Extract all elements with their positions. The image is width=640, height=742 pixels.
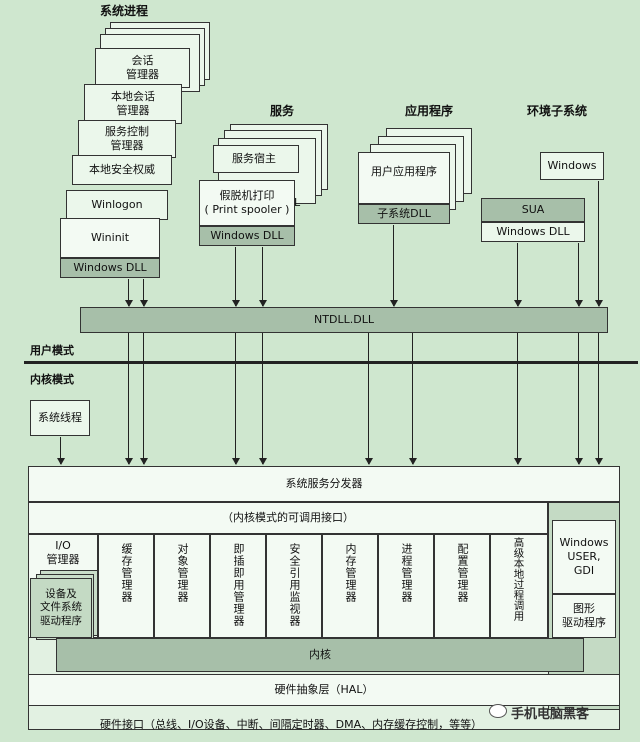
configuration-manager-label: 配置管理器 bbox=[456, 543, 469, 603]
process-manager-label: 进程管理器 bbox=[400, 543, 413, 603]
cache-manager-column: 缓存管理器 bbox=[98, 534, 154, 638]
hal-label: 硬件抽象层（HAL） bbox=[274, 682, 374, 696]
arrow-threads-kernel bbox=[56, 437, 65, 465]
service-host-box: 服务宿主 bbox=[213, 145, 299, 173]
arrow-sua-kernel bbox=[513, 333, 522, 465]
kernel-bar: 内核 bbox=[56, 638, 584, 672]
user-app-box: 用户应用程序 bbox=[358, 152, 450, 204]
hal-box: 硬件抽象层（HAL） bbox=[28, 674, 620, 706]
arrow-env-kernel-1 bbox=[574, 333, 583, 465]
winlogon-label: Winlogon bbox=[91, 197, 143, 211]
alpc-column: 高级本地过程调用 bbox=[490, 534, 548, 638]
security-reference-monitor-label: 安全引用监视器 bbox=[288, 543, 301, 627]
lsa-box: 本地安全权威 bbox=[72, 155, 172, 185]
memory-manager-column: 内存管理器 bbox=[322, 534, 378, 638]
service-control-manager-box: 服务控制 管理器 bbox=[78, 120, 176, 158]
services-dll-label: Windows DLL bbox=[210, 228, 284, 242]
arrow-sysproc-ntdll-1 bbox=[124, 279, 133, 307]
pnp-manager-column: 即插即用管理器 bbox=[210, 534, 266, 638]
service-host-label: 服务宿主 bbox=[232, 151, 276, 165]
environment-dll-box: Windows DLL bbox=[481, 222, 585, 242]
windows-user-gdi-label: Windows USER, GDI bbox=[559, 535, 609, 578]
arrow-windows-ntdll bbox=[594, 181, 603, 307]
callable-interfaces-box: （内核模式的可调用接口） bbox=[28, 502, 548, 534]
subsystem-dll-box: 子系统DLL bbox=[358, 204, 450, 224]
sua-box: SUA bbox=[481, 198, 585, 222]
memory-manager-label: 内存管理器 bbox=[344, 543, 357, 603]
drivers-box: 设备及 文件系统 驱动程序 bbox=[30, 578, 92, 638]
watermark-logo-icon bbox=[489, 704, 507, 718]
wininit-box: Wininit bbox=[60, 218, 160, 258]
arrow-sysproc-ntdll-2 bbox=[139, 279, 148, 307]
watermark-text: 手机电脑黑客 bbox=[511, 707, 590, 722]
windows-subsystem-box: Windows bbox=[540, 152, 604, 180]
windows-subsystem-label: Windows bbox=[547, 158, 597, 172]
drivers-label: 设备及 文件系统 驱动程序 bbox=[40, 587, 82, 627]
services-dll-box: Windows DLL bbox=[199, 226, 295, 246]
session-manager-box: 会话 管理器 bbox=[95, 48, 190, 88]
system-processes-dll-label: Windows DLL bbox=[73, 260, 147, 274]
environment-dll-label: Windows DLL bbox=[496, 224, 570, 238]
arrow-sysproc-kernel-2 bbox=[139, 333, 148, 465]
security-reference-monitor-column: 安全引用监视器 bbox=[266, 534, 322, 638]
header-system-processes: 系统进程 bbox=[100, 4, 149, 18]
header-applications: 应用程序 bbox=[405, 104, 454, 118]
ntdll-label: NTDLL.DLL bbox=[314, 312, 374, 326]
hardware-interfaces-label: 硬件接口（总线、I/O设备、中断、间隔定时器、DMA、内存缓存控制，等等） bbox=[100, 718, 483, 731]
print-spooler-box: 假脱机打印 ( Print spooler ) bbox=[199, 180, 295, 226]
sua-label: SUA bbox=[521, 202, 545, 216]
winlogon-box: Winlogon bbox=[66, 190, 168, 220]
graphics-drivers-label: 图形 驱动程序 bbox=[562, 601, 606, 629]
header-environment-subsystems: 环境子系统 bbox=[527, 104, 588, 118]
user-mode-label: 用户模式 bbox=[30, 344, 74, 357]
services-peek-text: L bbox=[294, 196, 301, 209]
header-services: 服务 bbox=[270, 104, 295, 118]
dispatcher-label: 系统服务分发器 bbox=[285, 476, 363, 490]
io-manager-label: I/O 管理器 bbox=[46, 539, 80, 567]
windows-user-gdi-box: Windows USER, GDI bbox=[552, 520, 616, 594]
local-session-manager-label: 本地会话 管理器 bbox=[111, 89, 155, 117]
session-manager-label: 会话 管理器 bbox=[126, 53, 159, 81]
system-threads-box: 系统线程 bbox=[30, 400, 90, 436]
arrow-sysproc-kernel-1 bbox=[124, 333, 133, 465]
arrow-services-ntdll-1 bbox=[231, 247, 240, 307]
process-manager-column: 进程管理器 bbox=[378, 534, 434, 638]
arrow-apps-kernel-1 bbox=[364, 333, 373, 465]
kernel-label: 内核 bbox=[309, 647, 331, 661]
wininit-label: Wininit bbox=[90, 230, 130, 244]
arrow-apps-kernel-2 bbox=[408, 333, 417, 465]
configuration-manager-column: 配置管理器 bbox=[434, 534, 490, 638]
ntdll-bar: NTDLL.DLL bbox=[80, 307, 608, 333]
arrow-sua-ntdll bbox=[513, 243, 522, 307]
arrow-services-kernel-2 bbox=[258, 333, 267, 465]
service-control-manager-label: 服务控制 管理器 bbox=[105, 124, 149, 152]
object-manager-label: 对象管理器 bbox=[176, 543, 189, 603]
kernel-mode-label: 内核模式 bbox=[30, 373, 74, 386]
callable-interfaces-label: （内核模式的可调用接口） bbox=[222, 510, 354, 524]
arrow-services-ntdll-2 bbox=[258, 247, 267, 307]
user-app-label: 用户应用程序 bbox=[371, 165, 437, 178]
object-manager-column: 对象管理器 bbox=[154, 534, 210, 638]
arrow-apps-ntdll bbox=[389, 225, 398, 307]
print-spooler-label: 假脱机打印 ( Print spooler ) bbox=[204, 188, 290, 216]
system-processes-dll-box: Windows DLL bbox=[60, 258, 160, 278]
arrow-env-kernel-2 bbox=[594, 333, 603, 465]
subsystem-dll-label: 子系统DLL bbox=[377, 206, 431, 220]
lsa-label: 本地安全权威 bbox=[89, 162, 155, 176]
arrow-env-dll-ntdll bbox=[574, 243, 583, 307]
system-threads-label: 系统线程 bbox=[38, 410, 82, 424]
dispatcher-box: 系统服务分发器 bbox=[28, 466, 620, 502]
arrow-services-kernel-1 bbox=[231, 333, 240, 465]
alpc-label: 高级本地过程调用 bbox=[512, 537, 525, 621]
graphics-drivers-box: 图形 驱动程序 bbox=[552, 594, 616, 638]
mode-boundary-line bbox=[24, 361, 638, 364]
cache-manager-label: 缓存管理器 bbox=[120, 543, 133, 603]
pnp-manager-label: 即插即用管理器 bbox=[232, 543, 245, 627]
local-session-manager-box: 本地会话 管理器 bbox=[84, 84, 182, 124]
